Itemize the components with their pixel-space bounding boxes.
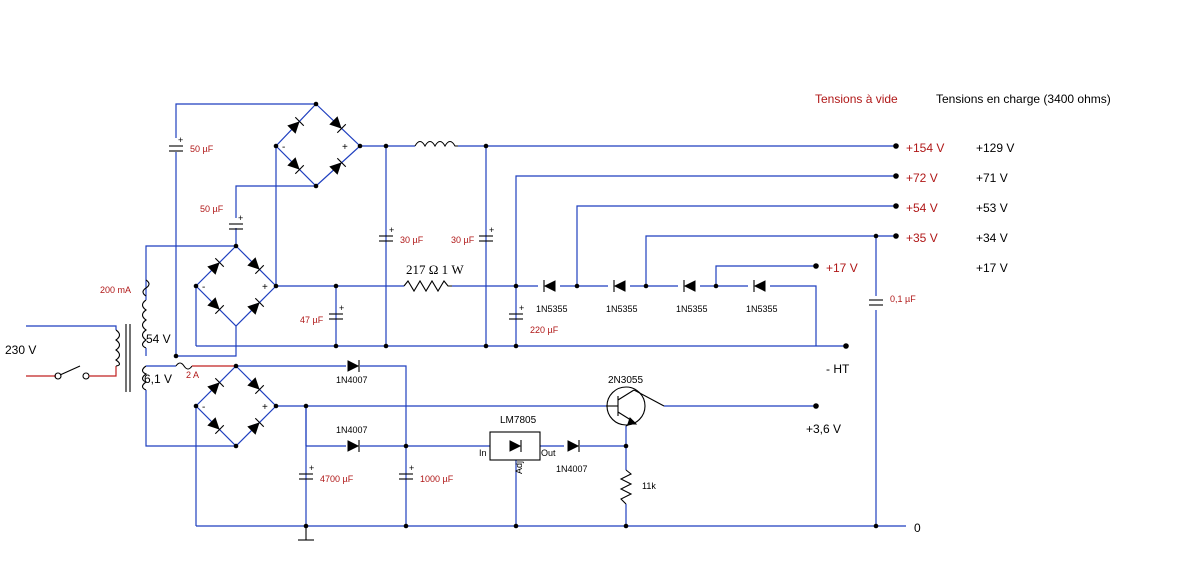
cap-30a: +	[379, 225, 394, 242]
svg-text:+: +	[262, 402, 268, 413]
regulator-in-label: In	[479, 448, 487, 458]
out-72-no-load: +72 V	[906, 171, 938, 185]
diode-d3-label: 1N4007	[556, 464, 588, 474]
svg-text:+: +	[519, 303, 524, 313]
out-35-loaded: +34 V	[976, 231, 1008, 245]
regulator-lm7805	[489, 431, 541, 461]
svg-text:-: -	[202, 402, 205, 413]
cap-1000-label: 1000 µF	[420, 474, 454, 484]
cap-4700: +	[299, 463, 314, 480]
fuse-hv	[142, 279, 150, 297]
regulator-out-label: Out	[541, 448, 556, 458]
out-154-no-load: +154 V	[906, 141, 944, 155]
cap-47: +	[329, 303, 344, 320]
cap-1000: +	[399, 463, 414, 480]
svg-text:+: +	[238, 213, 243, 223]
cap-47-label: 47 µF	[300, 315, 324, 325]
fuse-lv-label: 2 A	[186, 370, 199, 380]
legend-loaded: Tensions en charge (3400 ohms)	[936, 92, 1111, 106]
zener-4	[753, 279, 766, 293]
zener-2-label: 1N5355	[606, 304, 638, 314]
out-72-loaded: +71 V	[976, 171, 1008, 185]
cap-50a: +	[169, 135, 183, 152]
svg-text:-: -	[202, 282, 205, 293]
zener-1	[543, 279, 556, 293]
resistor-217	[403, 279, 452, 293]
winding-hv-label: 54 V	[146, 332, 171, 346]
diode-d1	[347, 359, 360, 373]
zener-1-label: 1N5355	[536, 304, 568, 314]
cap-50b: +	[229, 213, 243, 230]
svg-text:+: +	[489, 225, 494, 235]
zener-3	[683, 279, 696, 293]
svg-text:+: +	[309, 463, 314, 473]
hv-ground-label: - HT	[826, 362, 850, 376]
cap-220-label: 220 µF	[530, 325, 559, 335]
regulator-label: LM7805	[500, 415, 537, 426]
cap-220: +	[509, 303, 524, 320]
svg-text:+: +	[178, 135, 183, 145]
resistor-11k-label: 11k	[642, 481, 656, 491]
choke-inductor	[414, 140, 458, 148]
winding-lv-label: 6,1 V	[144, 372, 172, 386]
diode-d2	[347, 439, 360, 453]
hv-rails	[175, 103, 896, 526]
cap-4700-label: 4700 µF	[320, 474, 354, 484]
svg-text:-: -	[282, 142, 285, 153]
zener-2	[613, 279, 626, 293]
mains-voltage-label: 230 V	[5, 343, 36, 357]
bridge-hv: + -	[175, 152, 277, 357]
lv-rails	[196, 365, 906, 541]
out-154-loaded: +129 V	[976, 141, 1014, 155]
terminals	[813, 143, 899, 409]
junctions	[173, 101, 879, 529]
cap-100n	[869, 299, 883, 306]
cap-100n-label: 0,1 µF	[890, 294, 916, 304]
fuse-lv	[175, 362, 193, 370]
transistor-label: 2N3055	[608, 375, 643, 386]
out-17-loaded: +17 V	[976, 261, 1008, 275]
filament-out-label: +3,6 V	[806, 422, 841, 436]
diode-d1-label: 1N4007	[336, 375, 368, 385]
out-54-loaded: +53 V	[976, 201, 1008, 215]
svg-text:+: +	[389, 225, 394, 235]
svg-text:+: +	[262, 282, 268, 293]
zener-4-label: 1N5355	[746, 304, 778, 314]
svg-text:+: +	[342, 142, 348, 153]
svg-text:+: +	[339, 303, 344, 313]
transistor-2n3055	[606, 386, 665, 427]
mains-input	[26, 325, 117, 380]
cap-50a-label: 50 µF	[190, 144, 214, 154]
resistor-217-label: 217 Ω 1 W	[406, 262, 464, 277]
out-54-no-load: +54 V	[906, 201, 938, 215]
regulator-adj-label: Adj	[514, 461, 524, 474]
cap-30b-label: 30 µF	[451, 235, 475, 245]
diode-d2-label: 1N4007	[336, 425, 368, 435]
diode-d3	[567, 439, 580, 453]
out-35-no-load: +35 V	[906, 231, 938, 245]
zener-3-label: 1N5355	[676, 304, 708, 314]
transformer	[115, 299, 148, 392]
fuse-hv-label: 200 mA	[100, 285, 131, 295]
svg-text:+: +	[409, 463, 414, 473]
resistor-11k	[619, 469, 633, 505]
cap-30b: +	[479, 225, 494, 242]
legend-no-load: Tensions à vide	[815, 92, 898, 106]
cap-30a-label: 30 µF	[400, 235, 424, 245]
cap-50b-label: 50 µF	[200, 204, 224, 214]
out-17-no-load: +17 V	[826, 261, 858, 275]
ground-label: 0	[914, 521, 921, 535]
